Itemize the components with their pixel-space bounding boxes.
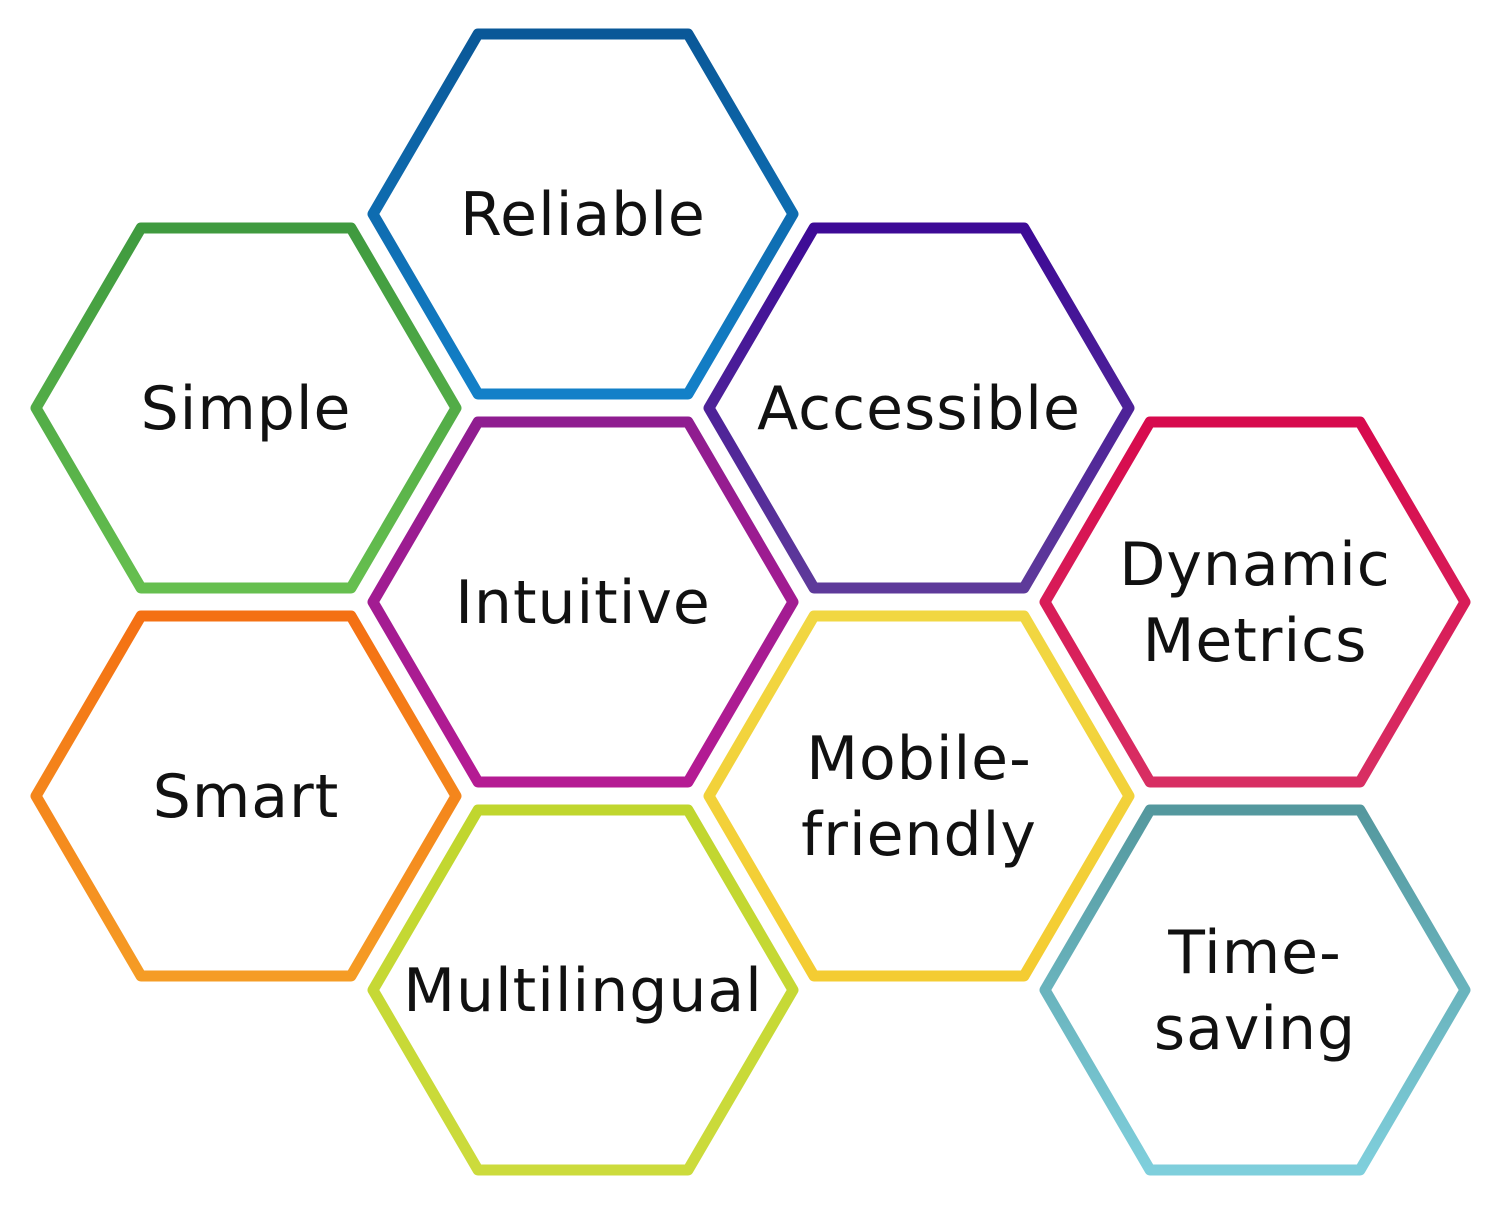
hexagon-label: Time- xyxy=(1167,918,1342,988)
hexagon-label: saving xyxy=(1154,994,1356,1064)
hexagon-simple: Simple xyxy=(30,222,462,594)
hexagon-outline xyxy=(30,610,462,982)
hexagon-outline xyxy=(703,610,1135,982)
hexagon-outline xyxy=(367,416,799,788)
hexagon-time-saving: Time-saving xyxy=(1039,804,1471,1176)
hexagon-smart: Smart xyxy=(30,610,462,982)
hexagon-outline xyxy=(30,222,462,594)
hexagon-outline xyxy=(703,222,1135,594)
hexagon-label: Accessible xyxy=(757,374,1081,444)
hexagon-intuitive: Intuitive xyxy=(367,416,799,788)
hexagon-label: Metrics xyxy=(1143,606,1368,676)
hexagon-label: friendly xyxy=(801,800,1037,870)
hexagon-outline xyxy=(367,28,799,400)
hexagon-mobile-friendly: Mobile-friendly xyxy=(703,610,1135,982)
hexagon-label: Intuitive xyxy=(455,568,711,638)
hexagon-label: Multilingual xyxy=(403,956,763,1026)
hexagon-reliable: Reliable xyxy=(367,28,799,400)
hexagon-label: Simple xyxy=(141,374,352,444)
hexagon-label: Dynamic xyxy=(1119,530,1391,600)
hexagon-label: Reliable xyxy=(460,180,706,250)
hexagon-outline xyxy=(1039,804,1471,1176)
hexagon-multilingual: Multilingual xyxy=(367,804,799,1176)
hexagon-outline xyxy=(1039,416,1471,788)
hexagon-label: Mobile- xyxy=(806,724,1031,794)
hexagon-label: Smart xyxy=(153,762,340,832)
hexagon-outline xyxy=(367,804,799,1176)
hexagon-accessible: Accessible xyxy=(703,222,1135,594)
